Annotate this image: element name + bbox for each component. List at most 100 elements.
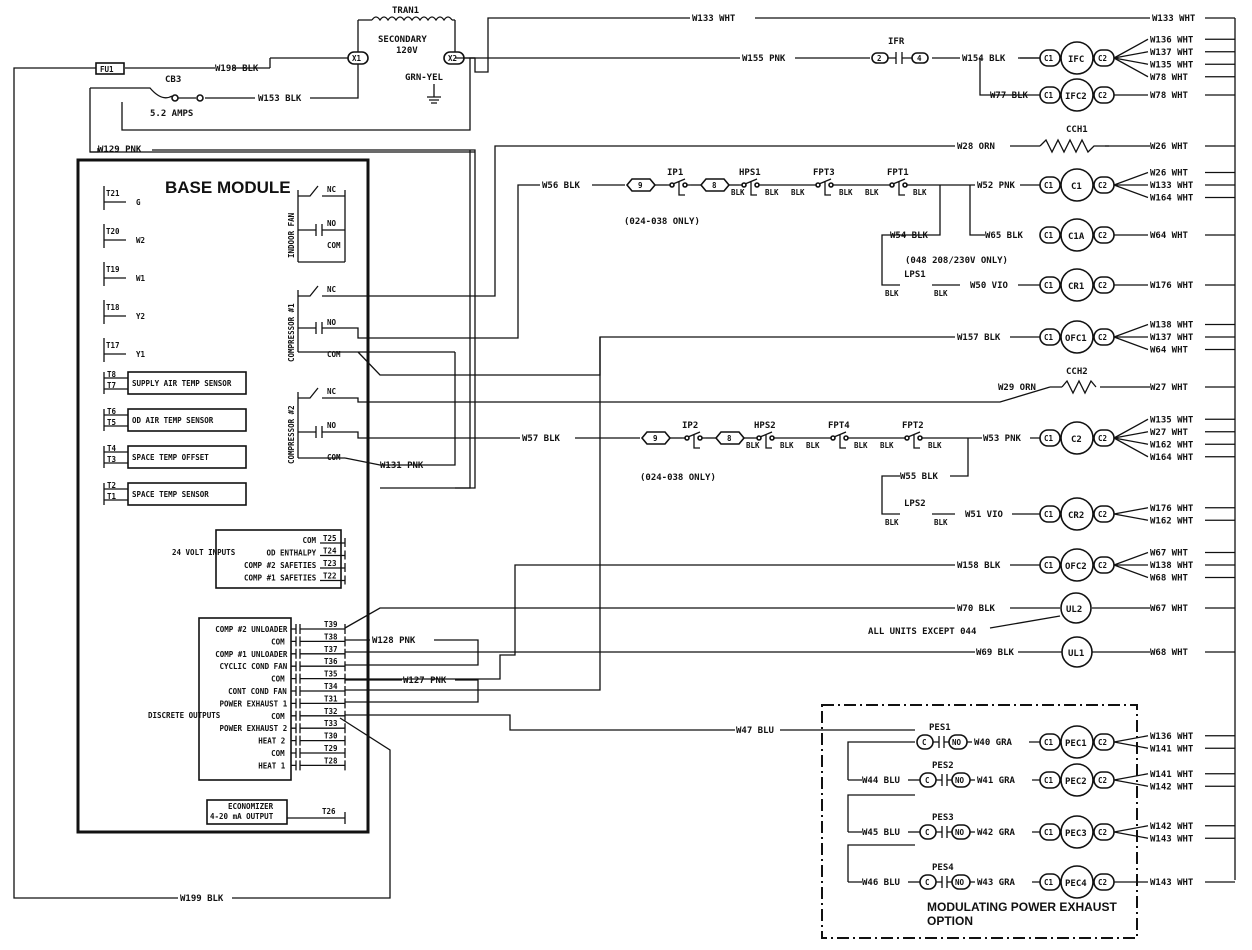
tstat-signal-label: W2 — [136, 236, 145, 245]
ifr-pin4: 4 — [917, 54, 922, 63]
input-label: COMP #2 SAFETIES — [244, 561, 317, 570]
wire-w29: W29 ORN — [998, 383, 1036, 393]
wire-w70: W70 BLK — [957, 604, 996, 614]
output-label: COMP #1 UNLOADER — [215, 650, 288, 659]
output-contact — [291, 661, 346, 672]
coil-out-label: W176 WHT — [1150, 504, 1194, 514]
output-label: COM — [271, 712, 285, 721]
output-label: COMP #2 UNLOADER — [215, 625, 288, 634]
coil-out-label: W142 WHT — [1150, 782, 1194, 792]
coil-out-label: W141 WHT — [1150, 744, 1194, 754]
base-module-title: BASE MODULE — [165, 178, 291, 197]
wire-w77: W77 BLK — [990, 91, 1029, 101]
sensor-terminal-label: T7 — [107, 381, 116, 390]
note-024-038-b: (024-038 ONLY) — [640, 473, 716, 483]
coil-out-label: W64 WHT — [1150, 231, 1189, 241]
tstat-terminal-label: T19 — [106, 265, 120, 274]
coil-out-label: W162 WHT — [1150, 516, 1194, 526]
c1-com: COM — [327, 350, 341, 359]
input-wire — [320, 575, 346, 585]
output-terminal: T31 — [324, 694, 338, 703]
if-nc: NC — [327, 185, 336, 194]
coil-term-label: C1 — [1044, 828, 1054, 837]
relay-indoor-fan: NC NO COM INDOOR FAN — [287, 185, 346, 263]
pes-no-label: NO — [955, 878, 965, 887]
x1-terminal: X1 — [352, 54, 362, 63]
switch-contact — [828, 182, 834, 188]
sensor-terminal-label: T3 — [107, 455, 117, 464]
coil-out-wire — [1113, 773, 1235, 781]
tstat-signal-label: W1 — [136, 274, 146, 283]
coil-label: CR2 — [1068, 511, 1084, 521]
output-terminal: T38 — [324, 632, 338, 641]
pes-label: PES2 — [932, 761, 954, 771]
pes-term-label: C — [925, 878, 930, 887]
coil-term-label: C1 — [1044, 510, 1054, 519]
coil-out-label: W141 WHT — [1150, 770, 1194, 780]
input-wire — [320, 550, 346, 560]
coil-out-wire — [1113, 184, 1235, 199]
pes-label: PES1 — [929, 723, 951, 733]
coil-out-label: W142 WHT — [1150, 822, 1194, 832]
sensor-label: OD AIR TEMP SENSOR — [132, 416, 214, 425]
cb3-rating: 5.2 AMPS — [150, 109, 193, 119]
indoor-fan-label: INDOOR FAN — [287, 212, 296, 258]
output-terminal: T39 — [324, 620, 338, 629]
sensor-terminal-label: T5 — [107, 418, 116, 427]
input-terminal: T22 — [323, 572, 337, 581]
coil-out-label: W135 WHT — [1150, 60, 1194, 70]
output-terminal: T28 — [324, 756, 338, 765]
output-label: CONT COND FAN — [228, 687, 287, 696]
switch — [682, 431, 706, 449]
secondary-label: SECONDARY — [378, 35, 427, 45]
output-contact — [291, 648, 346, 659]
switch-contact — [889, 182, 895, 188]
pes-gra-label: W43 GRA — [977, 878, 1016, 888]
switch — [902, 431, 926, 449]
wire-w28: W28 ORN — [957, 142, 995, 152]
output-terminal: T32 — [324, 707, 338, 716]
output-contact — [291, 748, 346, 758]
output-contact — [291, 624, 346, 634]
coil-out-wire — [1113, 418, 1235, 439]
economizer-box — [206, 799, 288, 825]
output-contact — [291, 698, 346, 709]
switch — [887, 178, 911, 196]
coil-out-label: W137 WHT — [1150, 333, 1194, 343]
outputs-title: DISCRETE OUTPUTS — [148, 711, 221, 720]
c2-nc: NC — [327, 387, 336, 396]
pes-gra-label: W40 GRA — [974, 738, 1013, 748]
switch-contact — [815, 182, 821, 188]
switch-contact — [902, 182, 908, 188]
coil-term-label: C1 — [1044, 776, 1054, 785]
switch-contact — [843, 435, 849, 441]
output-label: COM — [271, 637, 285, 646]
ul2-coil — [1060, 592, 1092, 624]
output-terminal: T37 — [324, 645, 338, 654]
output-label: HEAT 2 — [258, 737, 285, 746]
tstat-terminal-label: T18 — [106, 303, 120, 312]
c2-no: NO — [327, 421, 337, 430]
fuse-label: FU1 — [100, 65, 114, 74]
coil-out-label: W143 WHT — [1150, 878, 1194, 888]
wire-color-label: BLK — [865, 188, 879, 197]
inputs-box — [215, 529, 342, 589]
sensor-terminals — [103, 372, 128, 394]
switch — [813, 178, 837, 196]
coil-out-wire — [1113, 323, 1235, 338]
sensor-box — [127, 482, 247, 506]
output-terminal: T34 — [324, 682, 338, 691]
switch-label: FPT2 — [902, 421, 924, 431]
coil-term-label: C1 — [1044, 181, 1054, 190]
wire-color-label: BLK — [780, 441, 794, 450]
coil-out-label: W27 WHT — [1150, 428, 1189, 438]
lps2-blk-a: BLK — [885, 518, 899, 527]
coil-out-wire — [1113, 735, 1235, 743]
lps2-label: LPS2 — [904, 499, 926, 509]
coil-out-wire — [1113, 437, 1235, 458]
switch-label: IP1 — [667, 168, 683, 178]
coil-out-label: W136 WHT — [1150, 35, 1194, 45]
